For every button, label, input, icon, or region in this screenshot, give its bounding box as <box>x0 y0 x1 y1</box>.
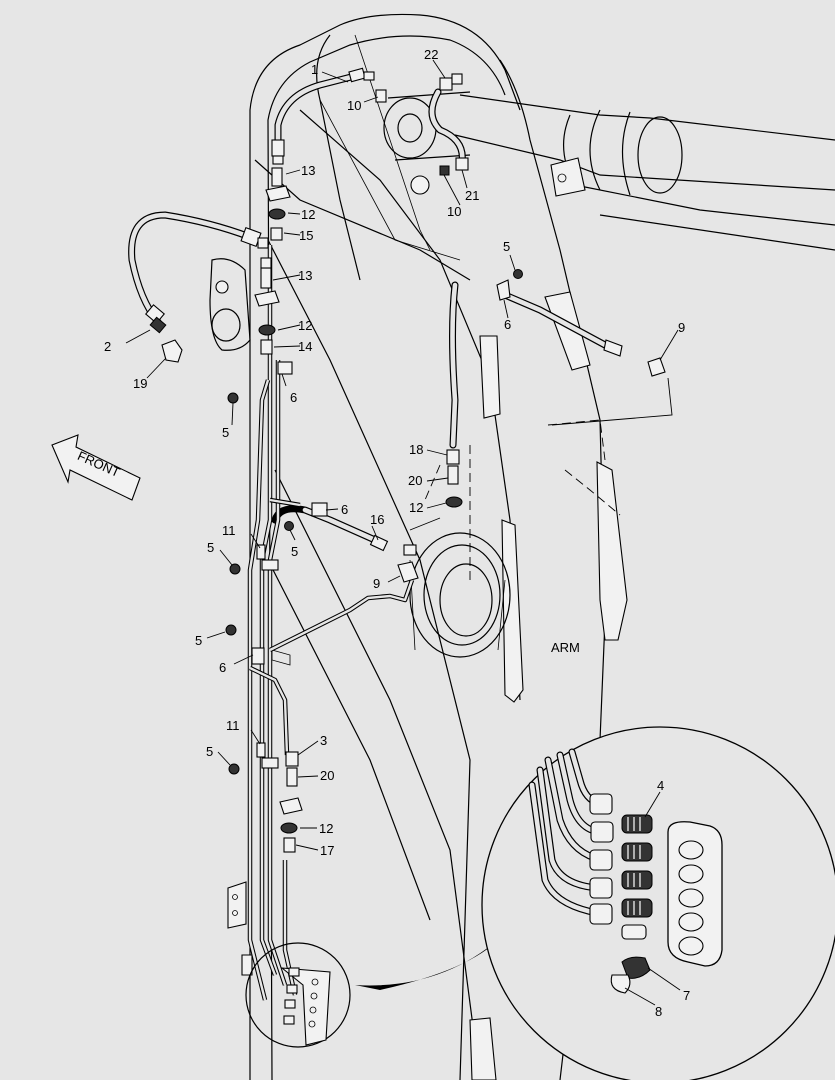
callout-1: 1 <box>311 62 318 77</box>
callout-12b: 12 <box>298 318 312 333</box>
callout-17: 17 <box>320 843 334 858</box>
fittings <box>145 67 666 853</box>
callout-21: 21 <box>465 188 479 203</box>
callout-8: 8 <box>655 1004 662 1019</box>
callout-4: 4 <box>657 778 664 793</box>
callout-10b: 10 <box>447 204 461 219</box>
callout-20a: 20 <box>408 473 422 488</box>
callout-12c: 12 <box>409 500 423 515</box>
callout-3: 3 <box>320 733 327 748</box>
callout-labels: 1 2 3 4 5 5 5 5 5 5 6 6 6 6 7 8 9 9 10 1… <box>104 47 690 1019</box>
front-direction-arrow: FRONT <box>51 434 141 501</box>
callout-10a: 10 <box>347 98 361 113</box>
callout-5d: 5 <box>195 633 202 648</box>
arm-label: ARM <box>551 640 580 655</box>
callout-13b: 13 <box>298 268 312 283</box>
callout-6c: 6 <box>341 502 348 517</box>
detail-circle-small <box>245 942 351 1048</box>
callout-11b: 11 <box>226 718 240 733</box>
callout-5a: 5 <box>222 425 229 440</box>
callout-5b: 5 <box>291 544 298 559</box>
callout-6d: 6 <box>219 660 226 675</box>
callout-16: 16 <box>370 512 384 527</box>
callout-9a: 9 <box>678 320 685 335</box>
callout-6a: 6 <box>290 390 297 405</box>
boom-cylinder <box>383 91 835 251</box>
callout-5e: 5 <box>206 744 213 759</box>
callout-19: 19 <box>133 376 147 391</box>
callout-6b: 6 <box>504 317 511 332</box>
callout-2: 2 <box>104 339 111 354</box>
arm-structure <box>227 13 628 1080</box>
detail-pointer <box>355 938 500 990</box>
callout-20b: 20 <box>320 768 334 783</box>
callout-15: 15 <box>299 228 313 243</box>
callout-22: 22 <box>424 47 438 62</box>
callout-12d: 12 <box>319 821 333 836</box>
callout-13a: 13 <box>301 163 315 178</box>
callout-5c: 5 <box>207 540 214 555</box>
callout-12a: 12 <box>301 207 315 222</box>
callout-11a: 11 <box>222 523 236 538</box>
callout-14: 14 <box>298 339 312 354</box>
arm-pin-boss <box>409 532 511 658</box>
detail-circle-large <box>481 726 835 1080</box>
callout-7: 7 <box>683 988 690 1003</box>
leader-lines <box>125 59 681 1006</box>
callout-9b: 9 <box>373 576 380 591</box>
left-boss-plate <box>209 258 251 351</box>
callout-5f: 5 <box>503 239 510 254</box>
callout-18: 18 <box>409 442 423 457</box>
